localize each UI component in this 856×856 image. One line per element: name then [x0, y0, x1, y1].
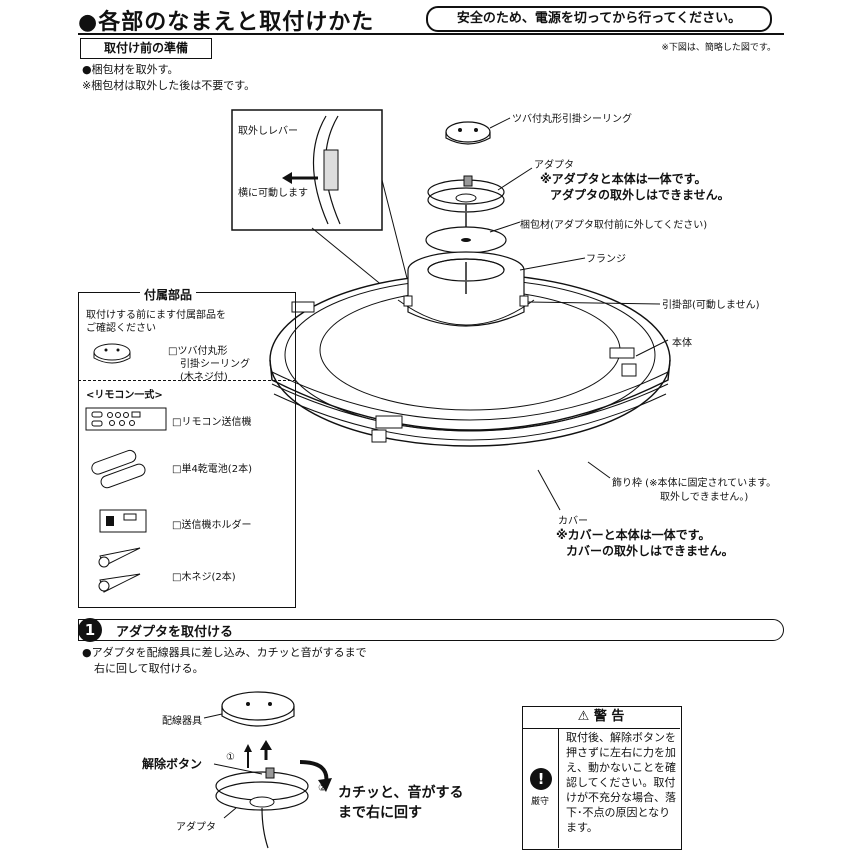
- warning-side: [522, 728, 559, 848]
- prep-line1: ●梱包材を取外す。: [82, 63, 179, 76]
- adapter-note1: ※アダプタと本体は一体です。: [540, 172, 707, 186]
- acc-screws: □木ネジ(2本): [172, 572, 236, 583]
- warning-box: [522, 706, 682, 850]
- title-underline: [78, 33, 784, 35]
- label-lever: 取外しレバー: [238, 126, 298, 137]
- label-move-side: 横に可動します: [238, 188, 308, 199]
- click-text1: カチッと、音がする: [338, 785, 464, 801]
- label-cover: カバー: [558, 516, 588, 527]
- label-packing: 梱包材(アダプタ取付前に外してください): [520, 220, 708, 231]
- marker1: ①: [226, 752, 235, 763]
- adapter-note2: アダプタの取外しはできません。: [550, 188, 730, 202]
- label-release: 解除ボタン: [142, 757, 203, 771]
- prep-line2: ※梱包材は取外した後は不要です。: [82, 79, 256, 92]
- acc-battery: □単4乾電池(2本): [172, 464, 252, 475]
- label-wiring: 配線器具: [162, 716, 202, 727]
- label-adapter-lower: アダプタ: [176, 822, 216, 833]
- safety-note: 安全のため、電源を切ってから行ってください。: [426, 6, 772, 32]
- diagram-note: ※下図は、簡略した図です。: [661, 43, 776, 53]
- warning-must: 厳守: [531, 797, 550, 807]
- cover-note2: カバーの取外しはできません。: [566, 544, 734, 558]
- label-ceiling-ring: ツバ付丸形引掛シーリング: [512, 114, 632, 125]
- acc-intro2: ご確認ください: [86, 323, 156, 334]
- prep-label: 取付け前の準備: [80, 38, 212, 59]
- label-body: 本体: [672, 338, 692, 349]
- marker2: ②: [318, 783, 327, 794]
- acc-divider: [78, 380, 296, 381]
- acc-remote-header: <リモコン一式>: [86, 390, 163, 401]
- step1-line1: ●アダプタを配線器具に差し込み、カチッと音がするまで: [82, 646, 367, 659]
- warning-header: ⚠ 警 告: [522, 706, 680, 729]
- click-text2: まで右に回す: [338, 805, 422, 821]
- warning-text: 取付後、解除ボタンを押さずに左右に力を加え、動かないことを確認してください。取付…: [566, 731, 676, 834]
- cover-note1: ※カバーと本体は一体です。: [556, 528, 711, 542]
- accessories-title: 付属部品: [140, 286, 197, 303]
- exclamation-icon: !: [530, 768, 552, 790]
- acc-ring3: (木ネジ付): [180, 372, 228, 383]
- step1-number: 1: [78, 618, 102, 642]
- acc-holder: □送信機ホルダー: [172, 520, 252, 531]
- label-trim1: 飾り枠 (※本体に固定されています。: [612, 478, 777, 489]
- page-title: ●各部のなまえと取付けかた: [78, 10, 375, 35]
- acc-ring1: □ツバ付丸形: [168, 346, 228, 357]
- accessories-box: [78, 292, 296, 608]
- step1-line2: 右に回して取付ける。: [94, 662, 204, 675]
- label-flange: フランジ: [586, 254, 626, 265]
- label-adapter: アダプタ: [534, 160, 574, 171]
- label-trim2: 取外しできません。): [660, 492, 749, 503]
- step1-title: アダプタを取付ける: [116, 625, 234, 640]
- acc-ring2: 引掛シーリング: [180, 359, 250, 370]
- acc-intro1: 取付けする前にます付属部品を: [86, 310, 226, 321]
- label-hook: 引掛部(可動しません): [662, 300, 760, 311]
- acc-remote: □リモコン送信機: [172, 417, 252, 428]
